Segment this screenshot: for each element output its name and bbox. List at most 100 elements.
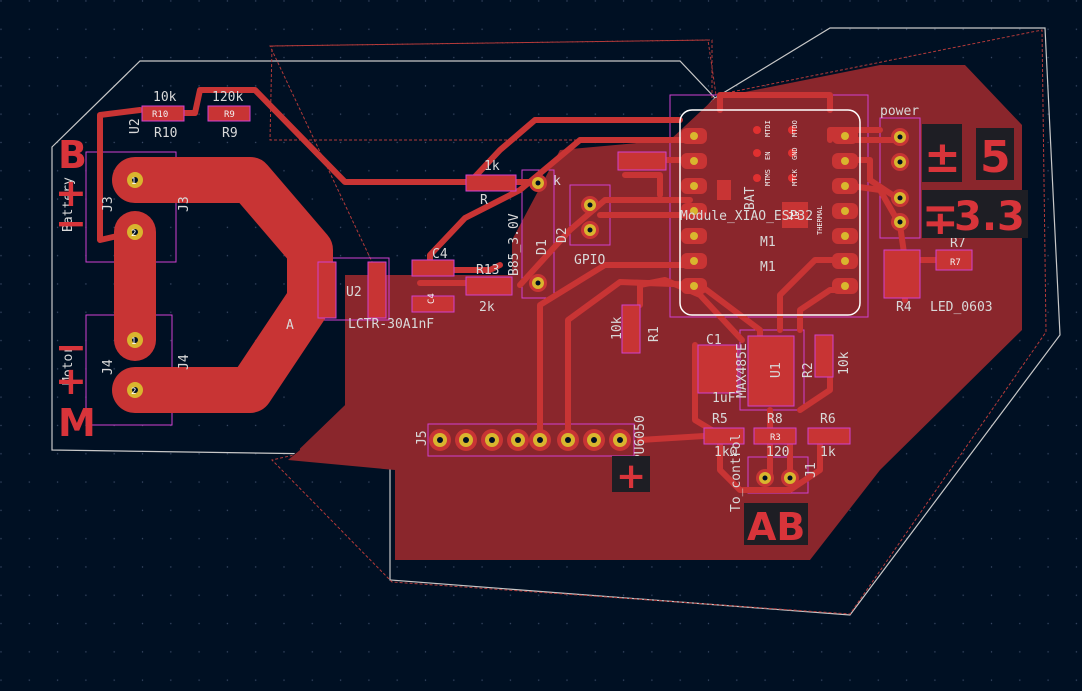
r13-value-label: 2k [479,300,495,315]
r10-ref-label: R10 [154,126,177,141]
c1-footprint [697,344,739,394]
smd-components [141,105,973,445]
zone-outline-main [269,29,1047,615]
j4-ref-label: J4 [101,359,116,375]
j3-pin1-label: 1 [131,177,136,187]
r10-value-label: 10k [153,90,177,105]
led-label: LED_0603 [930,300,993,315]
u1-ref-label: U1 [769,362,784,378]
power-label: power [880,104,919,119]
j4-ref-label-2: J4 [177,354,192,370]
copper-traces [97,87,963,493]
c1-ref-label: C1 [706,333,722,348]
three-box [922,190,1028,238]
d1-courtyard [521,169,555,299]
mtck-label: MTCK [791,168,799,186]
c4-pad-label: C4 [427,293,437,304]
five-box [976,128,1014,180]
j5-courtyard [427,423,635,457]
r4-ref-label: R4 [896,300,912,315]
r8-value-label: 120 [766,445,789,460]
c4b-footprint [411,295,455,313]
d1-value-label: B85_3.0V [507,213,522,276]
to-control-label: To_control [729,434,744,512]
c4a-footprint [411,259,455,277]
r13-footprint [465,276,513,296]
d1-ref-label: D1 [535,239,550,255]
xiao-module-outline [679,109,861,316]
silkscreen-labels: 10k R10 R10 120k R9 R9 U2 Battery J3 J3 … [61,90,993,512]
j3-ref-label-2: J3 [177,196,192,212]
module-label: Module_XIAO_ESP32 [680,209,813,224]
u2-footprint [317,261,337,319]
r9-pad-label: R9 [224,110,235,120]
r9-value-label: 120k [212,90,243,105]
r1-footprint [621,304,641,354]
gpio-label: GPIO [574,253,605,268]
mpu-plus-mark: + [616,456,646,497]
pm-box [922,124,962,182]
r-top-footprint [617,151,667,171]
r-pad-label: R [480,193,488,208]
gpio-header-pads [581,196,599,239]
mtms-label: MTMS [764,169,772,186]
motor-plus-mark: + [55,359,87,403]
j3-pin2-label: 2 [131,229,136,239]
c1-value-label: 1uF [712,391,736,406]
m1-label-b: M1 [760,260,776,275]
power-header-pads [891,128,909,231]
pm-5-sign: ± [924,132,961,183]
r4-footprint [883,249,921,299]
thermal-label: THERMAL [816,205,824,235]
gnd-label: GND [791,147,799,160]
r6-value-label: 1k [820,445,836,460]
xiao-jtag-pads [753,126,796,182]
battery-b-mark: B [58,133,87,177]
r6-ref-label: R6 [820,412,836,427]
a-mark-label: A [286,318,294,333]
mtdi-label: MTDI [764,120,772,137]
through-hole-pads [127,128,909,487]
r1-value-label: 10k [610,316,625,340]
r13-ref-label: R13 [476,263,499,278]
max485e-label: MAX485E [735,343,750,398]
r-1k-footprint [465,174,517,192]
u2-top-label: U2 [128,118,143,134]
j1-ref-label: J1 [804,462,819,478]
r5-value-label: 1kΩ [714,445,738,460]
ab-mark: AB [747,505,805,549]
r6-footprint [807,427,851,445]
j4-pin2-label: 2 [131,387,136,397]
u1-footprint [747,335,795,407]
r7-ref-label: R7 [950,236,966,251]
j3-ref-label: J3 [101,196,116,212]
r2-value-label: 10k [837,351,852,375]
r8-ref-label: R8 [767,412,783,427]
r10-footprint [141,105,185,122]
r8-footprint [753,427,797,445]
j3-value-label: Battery [61,177,76,232]
r2-ref-label: R2 [801,362,816,378]
u2-footprint-right [367,261,387,319]
j5-header-pads [429,429,631,451]
r7-pad-label: R7 [950,258,961,268]
ab-box [744,503,808,545]
u2-mid-value-label: LCTR-30A1nF [348,317,434,332]
r1-ref-label: R1 [647,326,662,342]
r-k-label: k [553,174,561,189]
polarity-markings: B + − − + M ± 5 ∓ 3.3 + AB [55,124,1028,549]
en-label: EN [764,152,772,160]
battery-minus-mark: − [55,201,87,245]
r-1k-value-label: 1k [484,159,500,174]
u2-mid-ref-label: U2 [346,285,362,300]
xiao-module-pad-holes [690,132,849,290]
j4-value-label: Motor [61,346,76,385]
r10-pad-label: R10 [152,110,168,120]
j5-ref-label: J5 [415,430,430,446]
r2-footprint [814,334,834,378]
three-volt-mark: 3.3 [954,194,1025,240]
d1-pads [529,174,547,292]
r5-footprint [703,427,745,445]
battery-plus-mark: + [55,171,87,215]
